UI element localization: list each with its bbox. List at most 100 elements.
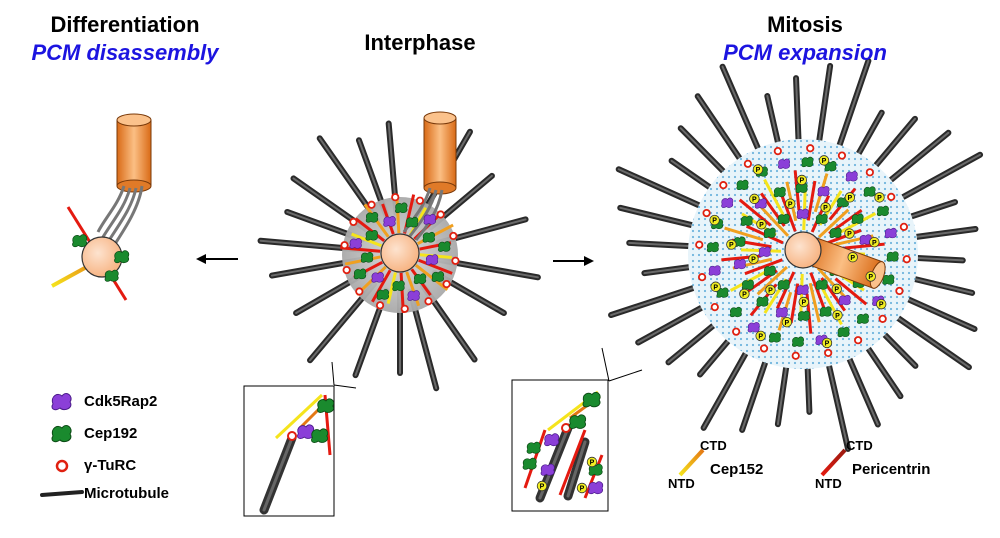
interphase-centrosome — [257, 111, 541, 392]
cep192-blob — [791, 336, 804, 347]
cep192-blob — [438, 241, 451, 252]
cep192-blob — [768, 332, 781, 343]
phospho-label: P — [835, 313, 840, 320]
cep192-blob — [819, 306, 832, 317]
cdk5rap2-blob — [383, 216, 396, 227]
cep192-blob — [392, 280, 405, 292]
legend-cdk5rap2-label: Cdk5Rap2 — [84, 393, 158, 410]
cep192-blob — [741, 279, 754, 290]
cep192-blob — [882, 274, 895, 285]
phospho-badge — [847, 252, 858, 263]
phospho-badge — [536, 480, 548, 492]
cdk5rap2-blob — [423, 214, 437, 225]
gamma-turc-ring — [424, 297, 433, 306]
phospho-badge — [796, 174, 808, 186]
gamma-turc-ring — [442, 279, 451, 289]
cep152-ntd-label: NTD — [668, 476, 695, 491]
gamma-turc-ring — [743, 159, 752, 168]
gamma-turc-ring — [702, 208, 711, 218]
pericentrin-fiber — [789, 283, 800, 324]
cep192-blob — [114, 250, 130, 264]
interphase-zoom-inset — [243, 385, 335, 517]
gamma-turc-ring — [367, 200, 376, 209]
pericentrin-fiber — [810, 194, 831, 233]
pericentrin-fiber — [744, 258, 783, 276]
cep192-blob — [856, 313, 869, 324]
phospho-label: P — [758, 334, 763, 341]
cdk5rap2-blob — [349, 238, 362, 249]
cep152-fiber — [808, 282, 821, 323]
cep192-blob — [777, 279, 790, 290]
cep192-blob — [763, 265, 776, 276]
gamma-turc-ring — [878, 314, 887, 323]
pericentrin-ctd-label: CTD — [846, 438, 873, 453]
cep192-blob — [851, 213, 864, 224]
cep192-blob — [360, 252, 374, 263]
gamma-turc-icon — [55, 459, 69, 473]
gamma-turc-ring — [400, 304, 409, 313]
cep192-blob — [522, 457, 537, 470]
cep152-fiber — [395, 197, 401, 234]
cep192-blob — [763, 227, 776, 238]
phospho-label: P — [801, 300, 806, 307]
pericentrin-fiber — [775, 271, 796, 310]
gamma-turc-ring — [391, 193, 400, 202]
cep192-blob — [706, 241, 719, 253]
cep152-fiber — [818, 208, 850, 239]
phospho-label: P — [834, 286, 839, 293]
cep192-blob — [876, 205, 889, 217]
gamma-turc-ring — [895, 286, 904, 296]
phospho-label: P — [823, 205, 828, 212]
pericentrin-fiber — [418, 258, 453, 275]
cep192-blob — [422, 231, 436, 243]
centriole-cylinder — [116, 113, 152, 193]
cep192-blob — [582, 391, 601, 408]
gamma-turc-ring — [824, 348, 833, 358]
cep192-blob — [353, 268, 367, 280]
centriole-cylinder — [423, 111, 457, 195]
differentiation-centrosome — [51, 113, 152, 301]
cdk5rap2-blob — [817, 186, 830, 197]
cdk5rap2-blob — [588, 481, 604, 495]
phospho-badge — [831, 283, 842, 295]
phospho-badge — [710, 281, 721, 292]
gamma-turc-ring — [342, 265, 351, 275]
gamma-turc-ring — [854, 336, 863, 345]
gamma-turc-ring — [865, 168, 874, 177]
arrow-left-icon — [196, 254, 238, 264]
cep192-blob — [365, 229, 378, 241]
cep192-blob — [413, 273, 427, 285]
phospho-badge — [869, 236, 880, 248]
phospho-label: P — [788, 201, 793, 208]
phospho-badge — [752, 164, 764, 175]
cdk5rap2-blob — [747, 322, 760, 333]
cep152-fiber — [386, 272, 397, 304]
mitosis-subtitle: PCM expansion — [723, 40, 887, 65]
gamma-turc-ring — [415, 196, 425, 205]
pcm-core — [380, 233, 420, 273]
interphase-title: Interphase — [364, 30, 476, 55]
cep152-fiber — [816, 267, 847, 299]
gamma-turc-ring — [349, 217, 358, 227]
cep152-fiber — [759, 205, 790, 237]
cdk5rap2-blob — [777, 158, 790, 169]
phospho-badge — [818, 155, 830, 166]
pcm-core — [784, 231, 822, 269]
phospho-badge — [749, 193, 760, 205]
phospho-label: P — [877, 195, 882, 202]
phospho-label: P — [872, 240, 877, 247]
phospho-badge — [709, 214, 720, 226]
pericentrin-fiber — [809, 272, 827, 311]
phospho-badge — [821, 337, 833, 349]
pericentrin-ntd-label: NTD — [815, 476, 842, 491]
cep192-blob — [815, 213, 828, 224]
phospho-label: P — [768, 288, 773, 295]
cep192-blob — [104, 269, 119, 282]
phospho-badge — [755, 330, 766, 342]
cep152-fiber — [756, 265, 788, 296]
cep192-blob — [376, 289, 390, 300]
pericentrin-fiber — [779, 193, 797, 232]
cep152-fiber — [414, 264, 449, 291]
